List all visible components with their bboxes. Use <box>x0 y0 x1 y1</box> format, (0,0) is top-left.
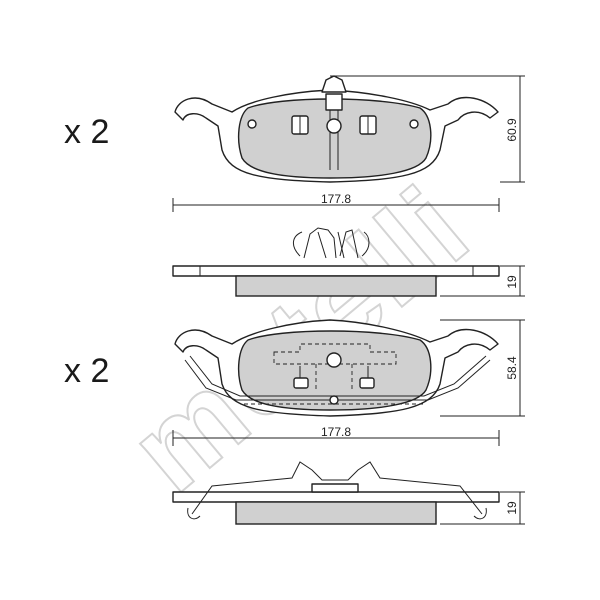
pad-1-height-label: 60.9 <box>505 118 519 142</box>
pad-1-height-dimension: 60.9 <box>330 75 525 183</box>
pad-1-width-label: 177.8 <box>321 192 351 206</box>
pad-2-width-dimension: 177.8 <box>172 425 500 446</box>
pad-2-front-view <box>174 319 499 417</box>
pad-1-side-view <box>172 227 500 297</box>
pad-1-front-view <box>174 75 499 183</box>
pad-2-quantity: x 2 <box>64 352 109 390</box>
pad-1-width-dimension: 177.8 <box>172 192 500 212</box>
pad-2-height-label: 58.4 <box>505 356 519 380</box>
pad-1-thickness-label: 19 <box>505 275 519 289</box>
pad-2-height-dimension: 58.4 <box>440 319 525 417</box>
pad-1-quantity: x 2 <box>64 113 109 151</box>
pad-2-side-view <box>172 461 500 525</box>
pad-1-thickness-dimension: 19 <box>440 265 525 297</box>
pad-2-thickness-dimension: 19 <box>440 491 525 525</box>
pad-2-width-label: 177.8 <box>321 425 351 439</box>
pad-2-thickness-label: 19 <box>505 501 519 515</box>
